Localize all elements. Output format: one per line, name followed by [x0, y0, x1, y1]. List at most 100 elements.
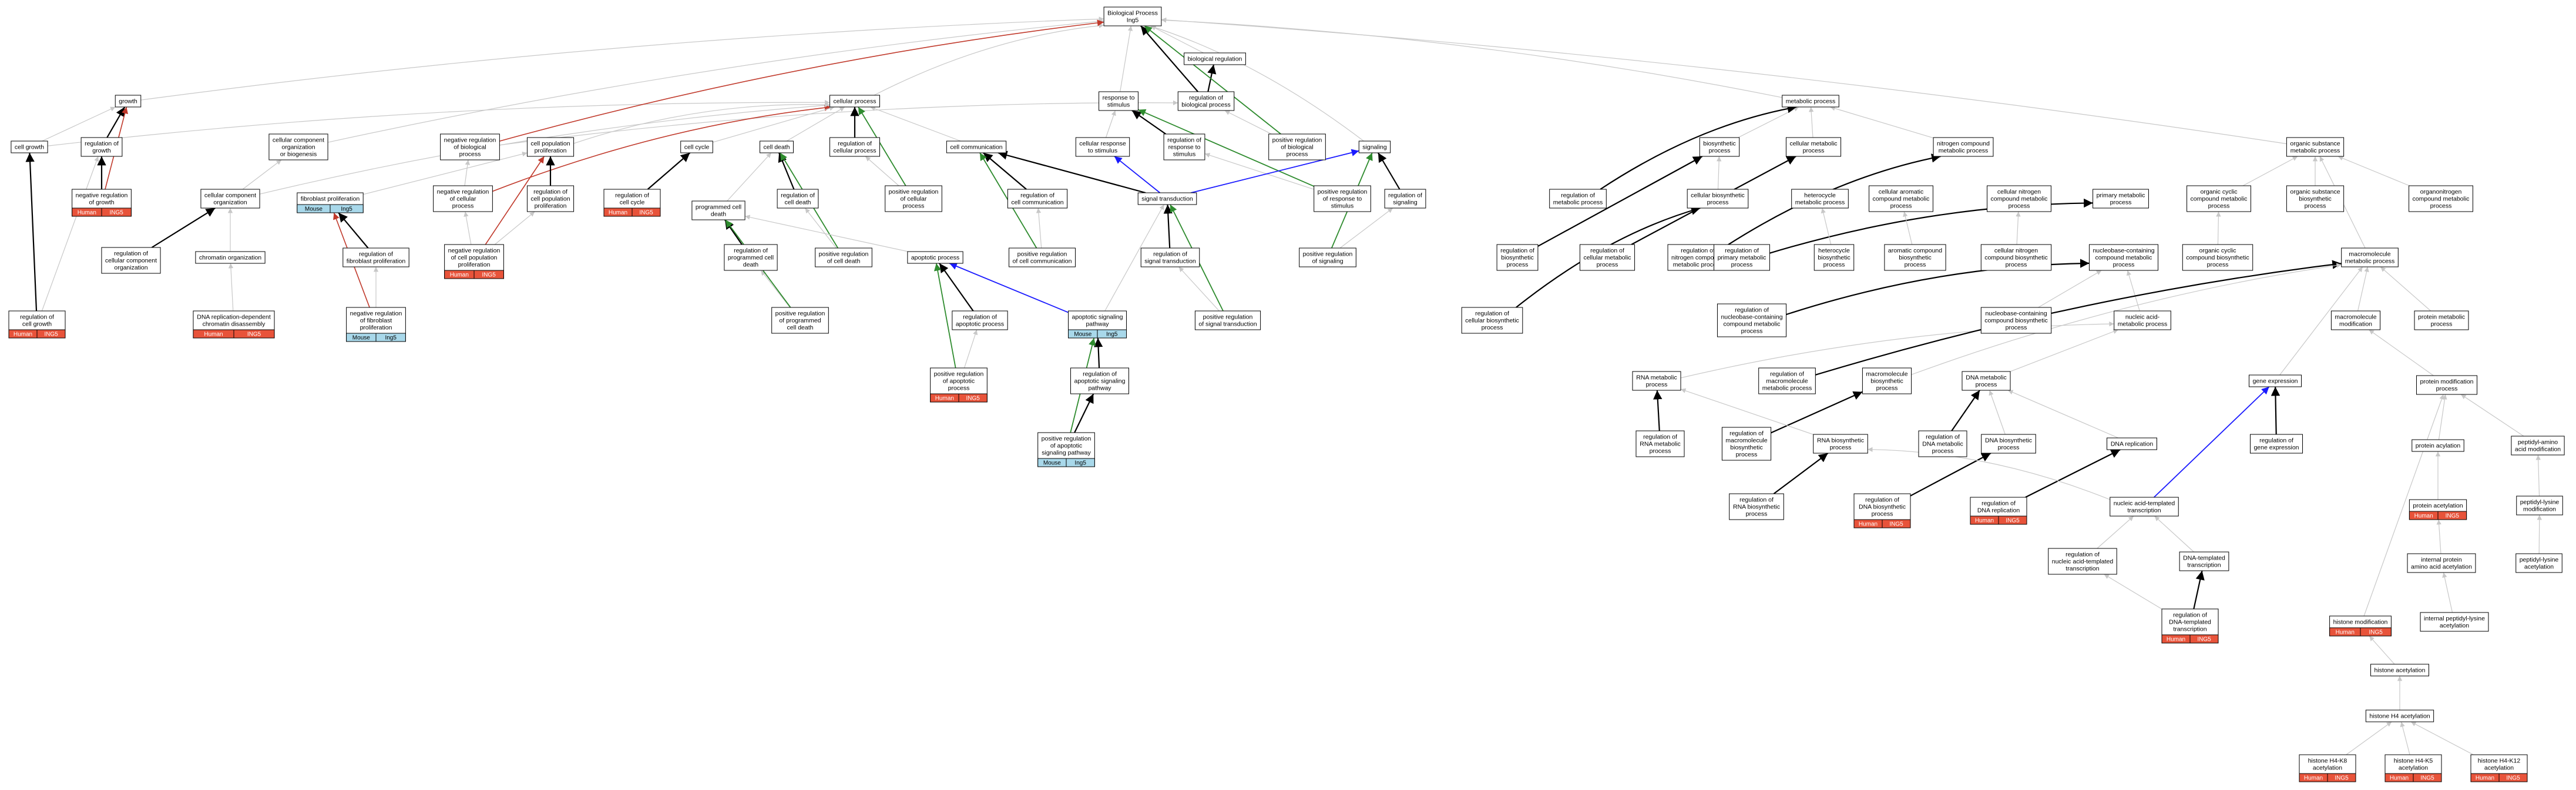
go-term-node-protacyl[interactable]: protein acylation [2412, 439, 2464, 452]
go-term-node-geneexpr[interactable]: gene expression [2248, 374, 2302, 387]
go-term-node-celldeath[interactable]: cell death [760, 140, 794, 153]
go-term-node-cellgrowth[interactable]: cell growth [11, 140, 48, 153]
go-term-node-chromorg[interactable]: chromatin organization [195, 251, 266, 264]
go-term-node-histacet[interactable]: histone acetylation [2370, 664, 2429, 677]
go-term-node-h4acet[interactable]: histone H4 acetylation [2365, 709, 2434, 722]
go-term-node-regdnatrans[interactable]: regulation ofDNA-templatedtranscriptionH… [2161, 608, 2219, 644]
go-term-node-apop[interactable]: apoptotic process [907, 251, 963, 264]
go-term-node-regnbc[interactable]: regulation ofnucleobase-containingcompou… [1717, 303, 1787, 337]
go-term-node-nucacidmetab[interactable]: nucleic acid-metabolic process [2114, 310, 2171, 330]
go-term-node-growth[interactable]: growth [115, 95, 142, 108]
go-term-node-cellproc[interactable]: cellular process [829, 95, 880, 108]
go-term-node-regmacrobiosyn[interactable]: regulation ofmacromoleculebiosyntheticpr… [1721, 427, 1772, 461]
go-term-node-biolreg[interactable]: biological regulation [1184, 52, 1246, 65]
go-term-node-dnarep[interactable]: DNA replication [2107, 437, 2157, 450]
go-term-node-cellcomm[interactable]: cell communication [946, 140, 1007, 153]
